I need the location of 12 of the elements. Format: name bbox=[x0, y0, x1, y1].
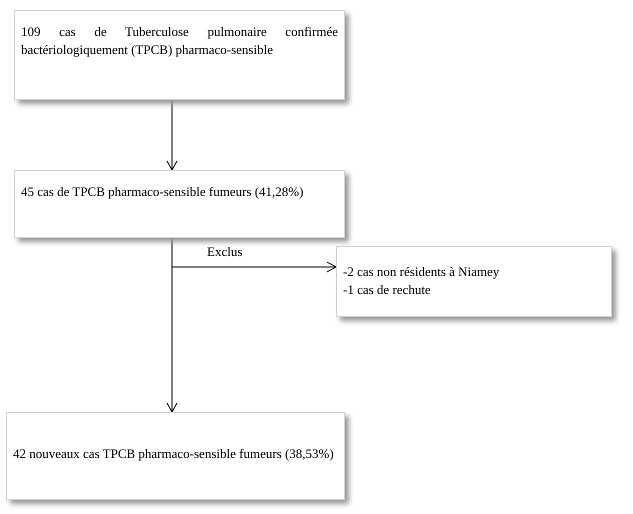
arrow bbox=[166, 238, 178, 412]
box-text: -1 cas de rechute bbox=[343, 281, 432, 299]
process-box bbox=[14, 10, 345, 100]
box-text: 109 cas de Tuberculose pulmonaire confirmée bactériologiquement (TPCB) pharmaco-sensible bbox=[21, 23, 338, 59]
box-text: -2 cas non résidents à Niamey bbox=[343, 263, 500, 281]
edge-label: Exclus bbox=[205, 245, 244, 258]
process-box bbox=[14, 170, 345, 238]
process-box bbox=[336, 246, 612, 317]
process-box bbox=[6, 412, 345, 500]
arrow bbox=[166, 100, 178, 170]
box-text: 42 nouveaux cas TPCB pharmaco-sensible fumeurs (38,53%) bbox=[13, 445, 335, 463]
box-text: 45 cas de TPCB pharmaco-sensible fumeurs (41,28%) bbox=[21, 183, 304, 201]
